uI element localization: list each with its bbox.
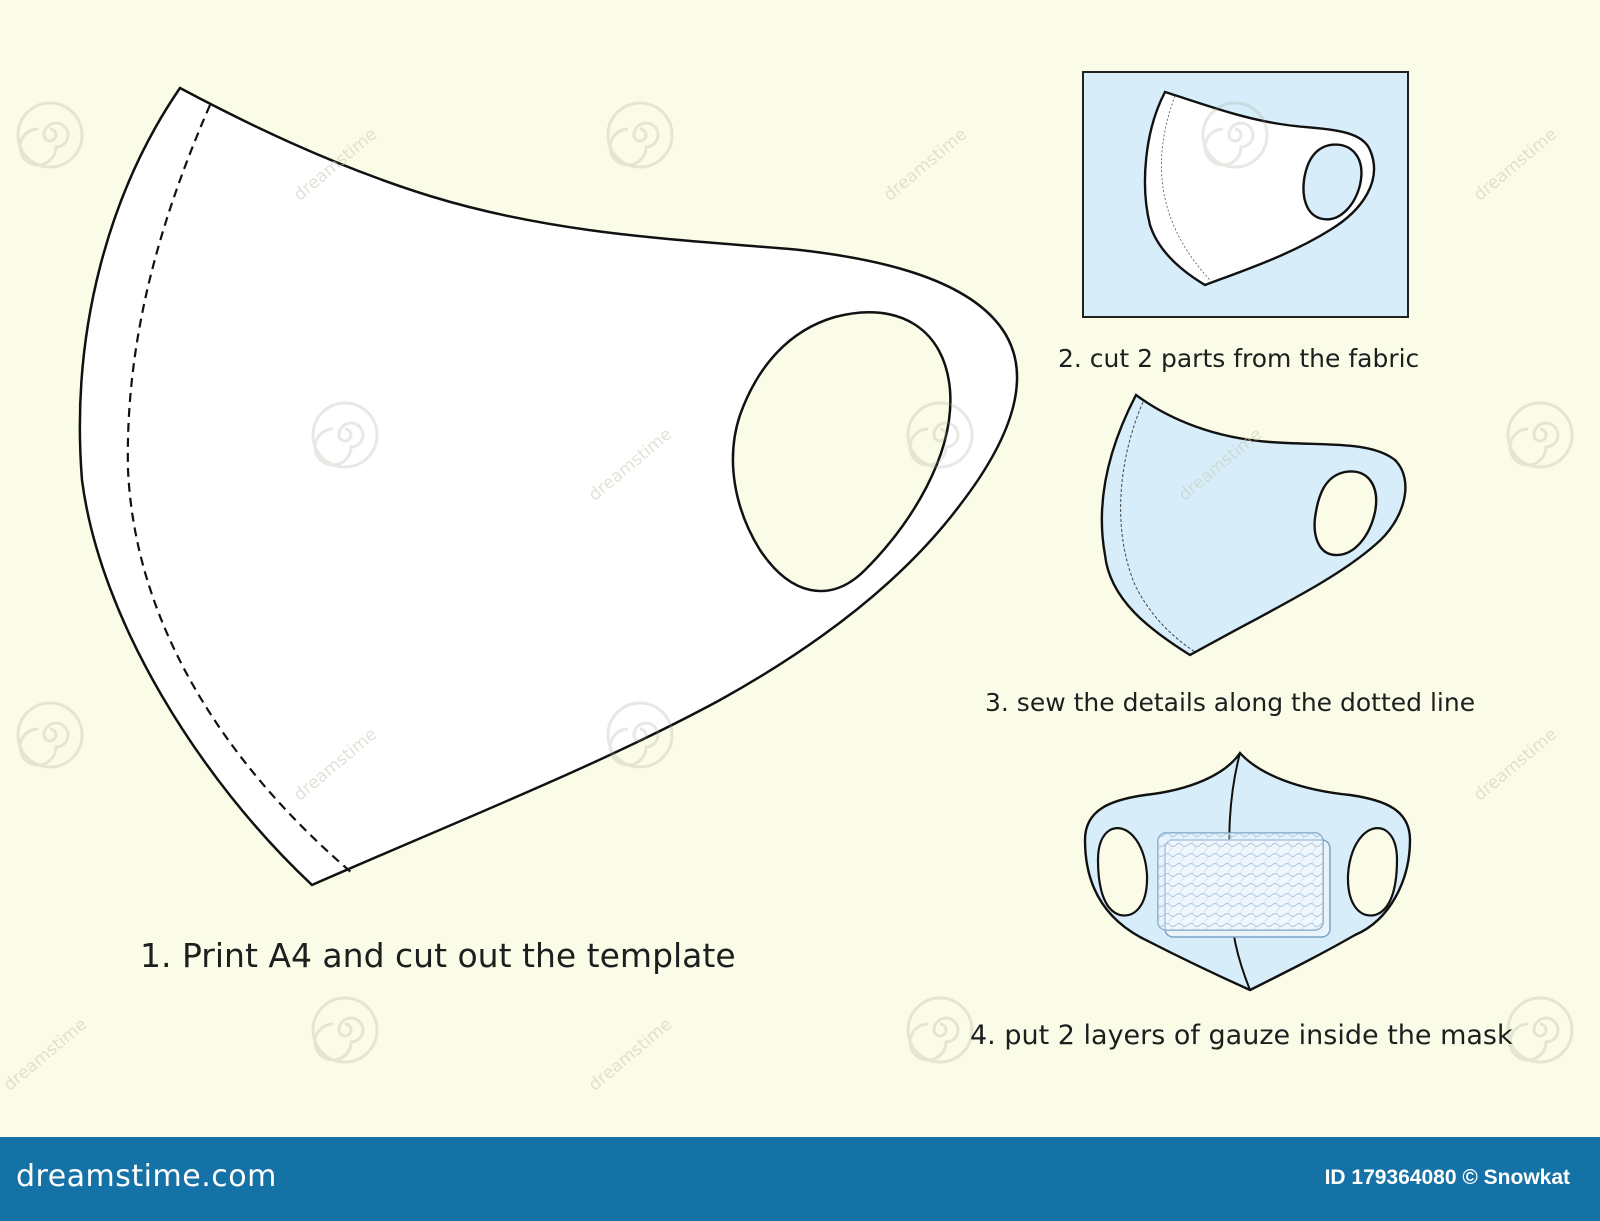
gauze-highlight [1158,833,1323,930]
mask-template-outline [78,86,1019,887]
watermark-spiral-icon [906,996,974,1064]
step4-mask-with-gauze-illustration [1083,751,1412,992]
sewn-mask-outline [1100,393,1407,657]
watermark-spiral-icon [1506,401,1574,469]
seam-dotted-line [126,104,353,874]
gauze-layer-front [1157,832,1324,931]
step3-caption: 3. sew the details along the dotted line [985,688,1476,717]
watermark-spiral-icon [606,701,674,769]
cut-piece-ear-hole [1302,143,1363,221]
sewn-mask-seam [1120,401,1196,653]
step1-caption: 1. Print A4 and cut out the template [140,936,736,975]
brand-logo-text[interactable]: dreamstime.com [16,1159,277,1194]
sewn-mask-ear-hole [1313,470,1378,557]
front-left-ear-hole [1096,827,1149,917]
image-id-credit: ID 179364080 © Snowkat [1324,1166,1570,1189]
watermark-spiral-icon [1201,101,1269,169]
watermark-spiral-icon [1506,996,1574,1064]
front-right-ear-hole [1346,827,1399,917]
watermark-spiral-icon [311,401,379,469]
step2-caption: 2. cut 2 parts from the fabric [1058,344,1420,373]
step2-fabric-illustration [1082,71,1409,318]
mask-template-ear-hole [731,311,952,593]
step4-caption: 4. put 2 layers of gauze inside the mask [970,1020,1513,1051]
watermark-spiral-icon [606,101,674,169]
watermark-spiral-icon [311,996,379,1064]
footer-bar: dreamstime.com ID 179364080 © Snowkat [0,1137,1600,1221]
mask-template-large [78,86,1019,887]
watermark-spiral-icon [906,401,974,469]
watermark-spiral-icon [16,701,84,769]
step3-sewn-mask-illustration [1100,393,1407,657]
cut-piece-outline [1143,90,1376,287]
cut-piece-seam [1161,95,1211,281]
watermark-spiral-icon [16,101,84,169]
